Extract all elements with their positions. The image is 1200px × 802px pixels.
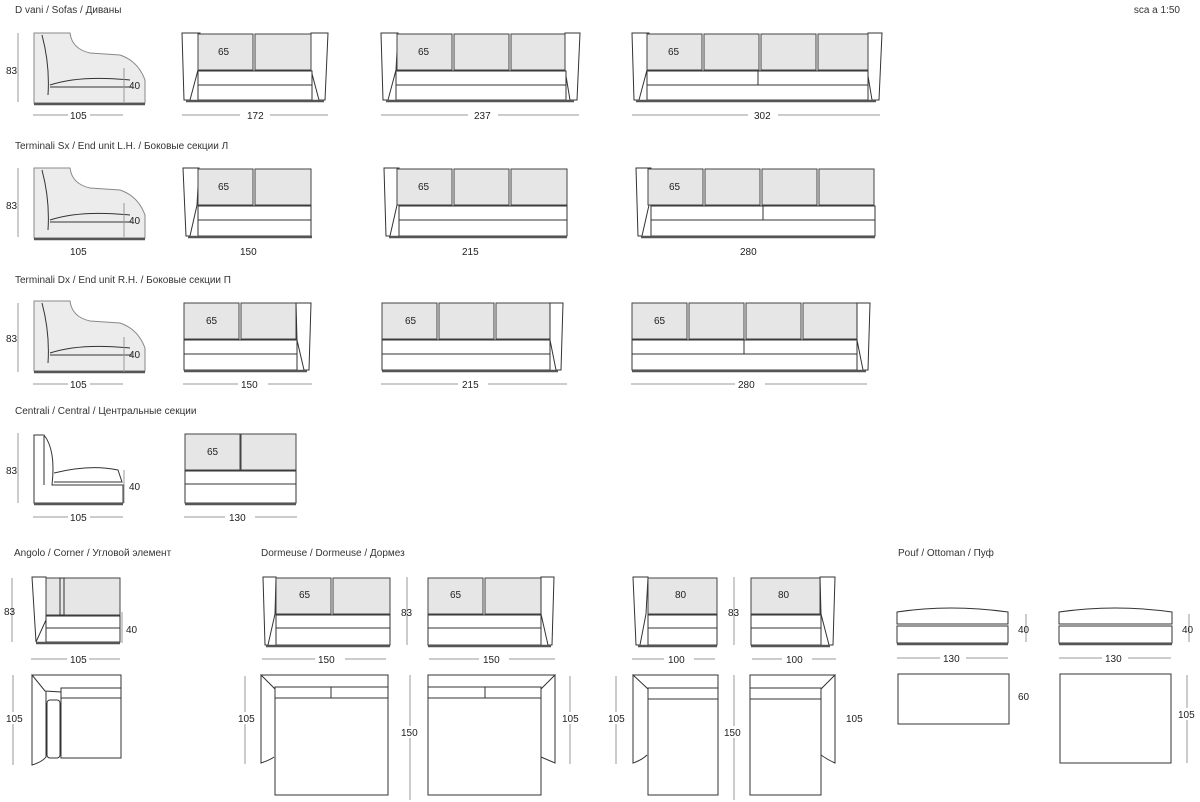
svg-text:65: 65 xyxy=(218,47,230,58)
ottoman-front-2: 40 130 xyxy=(1058,607,1194,665)
svg-text:105: 105 xyxy=(70,380,87,391)
svg-text:40: 40 xyxy=(126,625,138,636)
section-title-corner: Angolo / Corner / Угловой элемент xyxy=(14,548,172,559)
dormeuse-front-2: 65 150 xyxy=(427,576,555,666)
section-title-central: Centrali / Central / Центральные секции xyxy=(15,406,197,417)
dormeuse-plan-4: 105 xyxy=(749,674,863,796)
end-lh-front-150: 65 150 xyxy=(182,167,312,258)
section-title-dormeuse: Dormeuse / Dormeuse / Дормез xyxy=(261,548,405,559)
dormeuse-plan-1: 105 150 xyxy=(236,674,420,800)
svg-text:80: 80 xyxy=(778,590,790,601)
section-title-end-rh: Terminali Dx / End unit R.H. / Боковые с… xyxy=(15,275,231,286)
svg-text:83: 83 xyxy=(728,608,740,619)
sofa-front-237: 65 237 xyxy=(380,32,581,122)
svg-text:150: 150 xyxy=(241,380,258,391)
svg-text:237: 237 xyxy=(474,111,491,122)
section-title-end-lh: Terminali Sx / End unit L.H. / Боковые с… xyxy=(15,141,229,152)
dormeuse-plan-2: 105 xyxy=(427,674,580,796)
end-rh-front-280: 65 280 xyxy=(631,302,871,391)
svg-text:105: 105 xyxy=(238,714,255,725)
svg-text:83: 83 xyxy=(6,334,18,345)
svg-text:40: 40 xyxy=(1182,625,1194,636)
svg-text:150: 150 xyxy=(724,728,741,739)
svg-text:150: 150 xyxy=(483,655,500,666)
sofa-front-172: 65 172 xyxy=(181,32,329,122)
central-front-130: 65 130 xyxy=(184,433,297,524)
svg-text:65: 65 xyxy=(450,590,462,601)
scale-label: sca a 1:50 xyxy=(1133,5,1180,16)
svg-text:105: 105 xyxy=(1178,710,1195,721)
svg-text:65: 65 xyxy=(206,316,218,327)
dormeuse-plan-3: 105 150 xyxy=(606,674,744,800)
svg-text:302: 302 xyxy=(754,111,771,122)
svg-text:100: 100 xyxy=(786,655,803,666)
svg-text:60: 60 xyxy=(1018,692,1030,703)
svg-text:105: 105 xyxy=(562,714,579,725)
end-lh-side-view: 83 40 105 xyxy=(6,166,147,258)
end-rh-front-215: 65 215 xyxy=(381,302,567,391)
svg-text:40: 40 xyxy=(129,350,141,361)
svg-text:65: 65 xyxy=(418,47,430,58)
svg-text:130: 130 xyxy=(1105,654,1122,665)
svg-text:65: 65 xyxy=(218,182,230,193)
section-title-ottoman: Pouf / Ottoman / Пуф xyxy=(898,548,994,559)
svg-text:105: 105 xyxy=(70,111,87,122)
height-label: 83 xyxy=(6,66,18,77)
end-lh-front-215: 65 215 xyxy=(383,167,568,258)
svg-text:105: 105 xyxy=(70,247,87,258)
svg-text:65: 65 xyxy=(405,316,417,327)
dormeuse-front-1: 65 150 83 xyxy=(262,576,413,666)
svg-text:65: 65 xyxy=(418,182,430,193)
sofa-side-view: 83 40 105 xyxy=(6,31,147,122)
svg-text:83: 83 xyxy=(4,607,16,618)
svg-text:130: 130 xyxy=(943,654,960,665)
svg-text:83: 83 xyxy=(6,201,18,212)
svg-text:105: 105 xyxy=(6,714,23,725)
section-title-sofas: D vani / Sofas / Диваны xyxy=(15,5,122,16)
svg-text:105: 105 xyxy=(846,714,863,725)
svg-text:150: 150 xyxy=(318,655,335,666)
svg-text:280: 280 xyxy=(738,380,755,391)
svg-text:172: 172 xyxy=(247,111,264,122)
svg-text:280: 280 xyxy=(740,247,757,258)
svg-text:215: 215 xyxy=(462,380,479,391)
svg-text:83: 83 xyxy=(401,608,413,619)
ottoman-front-1: 40 130 xyxy=(896,607,1030,665)
ottoman-plan-1: 60 xyxy=(897,673,1030,725)
svg-text:130: 130 xyxy=(229,513,246,524)
svg-text:80: 80 xyxy=(675,590,687,601)
svg-text:150: 150 xyxy=(240,247,257,258)
svg-text:105: 105 xyxy=(608,714,625,725)
central-side-view: 83 40 105 xyxy=(6,433,141,524)
svg-text:150: 150 xyxy=(401,728,418,739)
corner-front-view: 83 40 105 xyxy=(4,576,138,666)
sofa-front-302: 65 302 xyxy=(631,32,883,122)
svg-text:65: 65 xyxy=(669,182,681,193)
svg-text:83: 83 xyxy=(6,466,18,477)
svg-text:215: 215 xyxy=(462,247,479,258)
svg-text:40: 40 xyxy=(129,216,141,227)
end-rh-side-view: 83 40 105 xyxy=(6,299,147,391)
dormeuse-front-4: 80 100 xyxy=(750,576,836,666)
svg-text:100: 100 xyxy=(668,655,685,666)
corner-plan-view: 105 xyxy=(4,674,122,766)
svg-text:40: 40 xyxy=(1018,625,1030,636)
ottoman-plan-2: 105 xyxy=(1059,673,1200,764)
svg-text:65: 65 xyxy=(207,447,219,458)
svg-text:40: 40 xyxy=(129,482,141,493)
svg-text:65: 65 xyxy=(654,316,666,327)
svg-text:105: 105 xyxy=(70,655,87,666)
end-lh-front-280: 65 280 xyxy=(635,167,876,258)
dormeuse-front-3: 80 100 83 xyxy=(632,576,740,666)
svg-text:40: 40 xyxy=(129,81,141,92)
end-rh-front-150: 65 150 xyxy=(183,302,312,391)
svg-text:105: 105 xyxy=(70,513,87,524)
svg-text:65: 65 xyxy=(668,47,680,58)
svg-text:65: 65 xyxy=(299,590,311,601)
